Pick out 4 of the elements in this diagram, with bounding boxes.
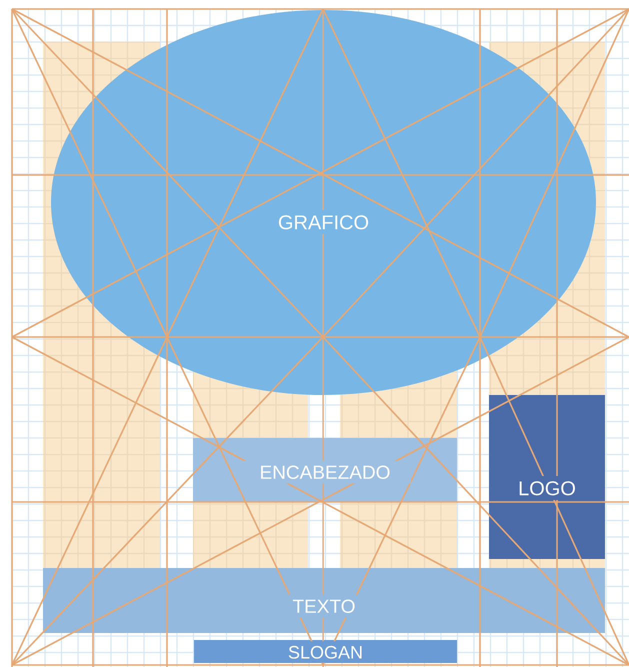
slogan-bar: SLOGAN [194,640,457,663]
text-box: TEXTO [43,568,605,633]
placeholder-box: LOGO [489,395,605,559]
header-box: ENCABEZADO [193,438,457,502]
